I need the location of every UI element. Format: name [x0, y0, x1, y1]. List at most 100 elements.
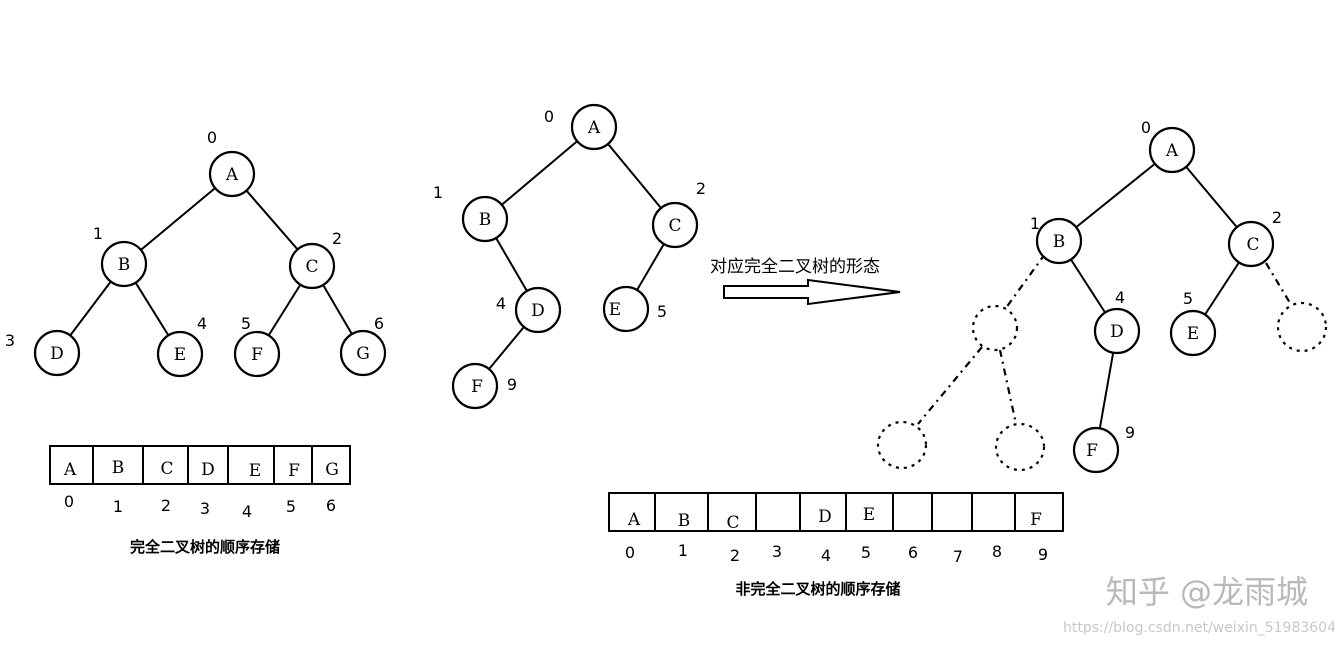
array-cell: C [726, 513, 739, 533]
right-array: A B C D E F 0 1 2 3 4 5 6 7 8 9 非完全二叉树的顺… [608, 492, 1064, 598]
array-cell: C [160, 459, 173, 479]
node-label: A [587, 118, 601, 138]
array-index: 1 [113, 497, 123, 516]
tree-node: D 4 [496, 286, 562, 334]
left-array: A B C D E F G 0 1 2 3 4 5 6 完全二叉树的顺序存储 [49, 445, 351, 556]
tree-node: E 4 [156, 314, 207, 378]
array-index: 4 [242, 502, 252, 521]
tree-node: F 9 [451, 362, 517, 410]
middle-tree: A 0 B 1 C 2 D 4 E 5 F 9 [433, 103, 706, 410]
node-index: 2 [332, 229, 342, 248]
array-index: 3 [772, 542, 782, 561]
tree-node: A 0 [1141, 118, 1196, 174]
tree-node: G 6 [339, 314, 387, 377]
node-label: E [609, 300, 621, 320]
node-label: A [225, 165, 239, 185]
dashed-edge [917, 346, 983, 425]
node-label: D [531, 301, 545, 321]
tree-node: B 1 [433, 183, 509, 243]
tree-node: F 5 [233, 314, 281, 378]
transform-arrow: 对应完全二叉树的形态 [710, 257, 901, 306]
watermark-url: https://blog.csdn.net/weixin_51983604 [1063, 620, 1336, 636]
tree-node: D 4 [1093, 288, 1141, 355]
tree-node: A 0 [207, 128, 256, 198]
node-label: A [1165, 141, 1179, 161]
node-label: B [118, 255, 131, 275]
arrow-shape [723, 278, 901, 306]
dashed-edge [1002, 253, 1046, 313]
array-index: 5 [286, 497, 296, 516]
node-index: 4 [197, 314, 207, 333]
node-index: 5 [657, 302, 667, 321]
array-cell: A [63, 460, 77, 480]
empty-node [1276, 301, 1328, 353]
node-index: 0 [1141, 118, 1151, 137]
array-index: 6 [908, 543, 918, 562]
array-index: 8 [992, 542, 1002, 561]
node-index: 4 [496, 294, 506, 313]
tree-node: C 2 [651, 179, 706, 249]
array-cell: B [112, 458, 125, 478]
array-index: 7 [953, 547, 963, 566]
array-cell: E [863, 505, 875, 525]
node-index: 4 [1115, 288, 1125, 307]
array-cell: D [201, 460, 215, 480]
tree-node: B 1 [93, 224, 148, 288]
node-label: F [251, 345, 263, 365]
node-index: 1 [1030, 214, 1040, 233]
node-index: 5 [241, 314, 251, 333]
array-index: 2 [730, 546, 740, 565]
edge-a-b [123, 173, 233, 265]
tree-node: E 5 [1169, 289, 1217, 357]
array-cell: G [325, 460, 339, 480]
array-index: 3 [200, 499, 210, 518]
node-index: 5 [1183, 289, 1193, 308]
node-index: 6 [374, 314, 384, 333]
tree-node: E 5 [602, 285, 667, 333]
node-label: B [1053, 232, 1066, 252]
array-cell: D [818, 507, 832, 527]
tree-node: B 1 [1030, 214, 1083, 265]
tree-node: A 0 [544, 103, 618, 151]
array-index: 5 [861, 543, 871, 562]
node-index: 2 [696, 179, 706, 198]
edge-a-b [484, 126, 595, 220]
tree-node: F 9 [1072, 423, 1135, 474]
node-index: 9 [1125, 423, 1135, 442]
node-index: 2 [1272, 208, 1282, 227]
tree-node: C 2 [288, 229, 342, 290]
empty-node [971, 304, 1019, 352]
array-index: 6 [326, 496, 336, 515]
array-index: 9 [1038, 545, 1048, 564]
left-caption: 完全二叉树的顺序存储 [130, 538, 280, 556]
array-cell: B [678, 511, 691, 531]
array-index: 0 [625, 543, 635, 562]
node-label: C [305, 257, 318, 277]
node-label: C [1246, 235, 1259, 255]
left-tree: A 0 B 1 C 2 D 3 E 4 F 5 G [5, 128, 387, 378]
node-index: 9 [507, 375, 517, 394]
node-index: 3 [5, 331, 15, 350]
node-index: 0 [544, 107, 554, 126]
watermark-text: 知乎 @龙雨城 [1106, 573, 1308, 611]
node-label: G [356, 344, 370, 364]
node-label: B [479, 210, 492, 230]
empty-node [994, 422, 1046, 472]
node-index: 0 [207, 128, 217, 147]
array-index: 2 [161, 496, 171, 515]
right-tree: A 0 B 1 C 2 D 4 E 5 F 9 [876, 118, 1328, 474]
node-index: 1 [93, 224, 103, 243]
node-label: D [50, 344, 64, 364]
node-label: D [1110, 322, 1124, 342]
array-cell: F [1030, 510, 1042, 530]
array-cell: F [288, 461, 300, 481]
array-index: 4 [821, 546, 831, 565]
right-caption: 非完全二叉树的顺序存储 [735, 580, 900, 598]
edge-a-b [1058, 149, 1173, 242]
tree-node: D 3 [5, 329, 81, 377]
tree-node: C 2 [1227, 208, 1282, 268]
watermark: 知乎 @龙雨城 https://blog.csdn.net/weixin_519… [1063, 573, 1336, 636]
node-label: F [1086, 441, 1098, 461]
